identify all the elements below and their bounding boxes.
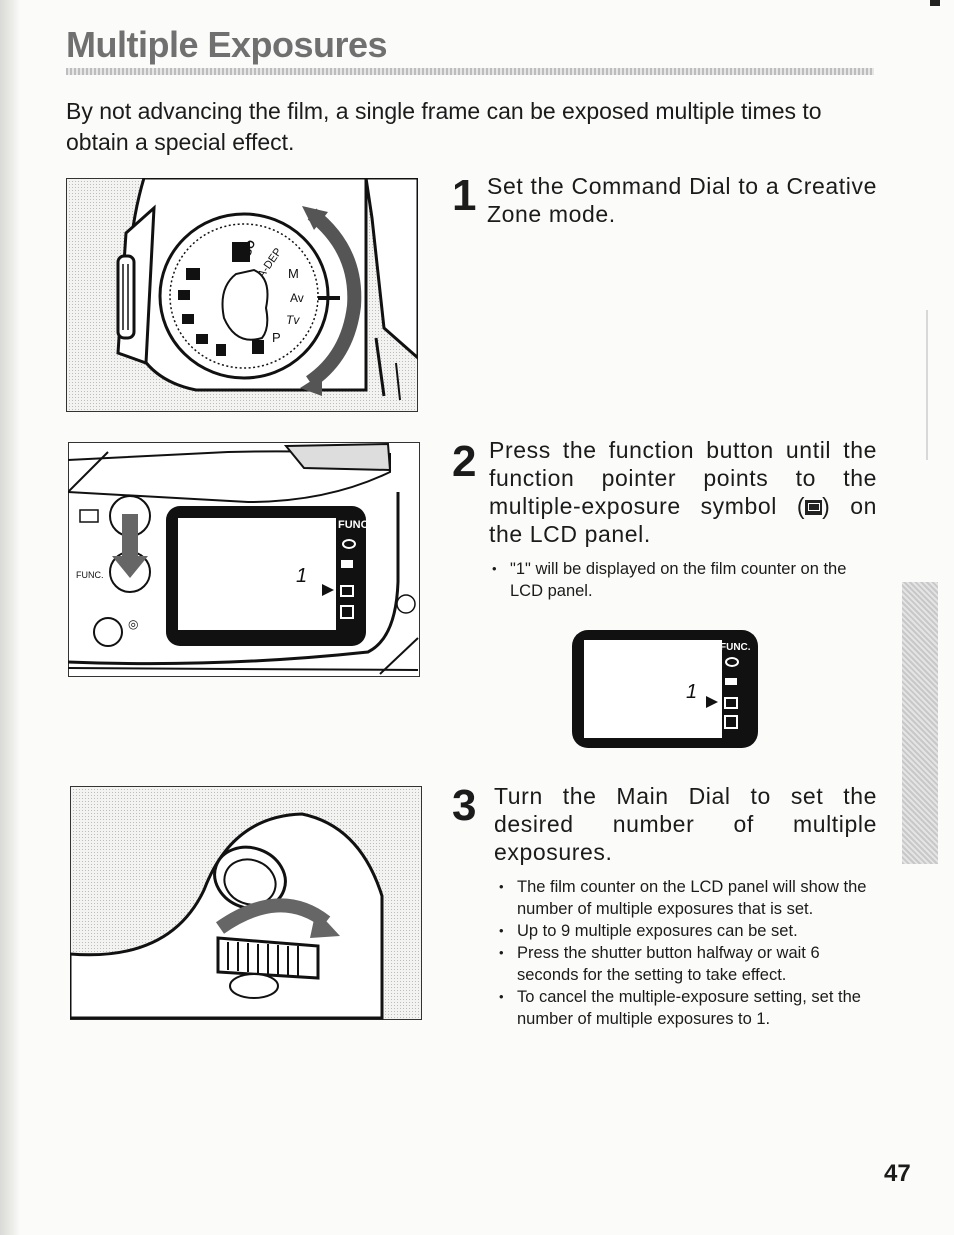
step-2-text: Press the function button until the func… xyxy=(489,436,877,548)
step-1-text: Set the Command Dial to a Creative Zone … xyxy=(487,173,877,227)
step-3-bullet: To cancel the multiple-exposure setting,… xyxy=(497,986,881,1030)
func-button-label: FUNC. xyxy=(76,570,104,580)
corner-mark xyxy=(930,0,940,6)
dial-mode-tv: Tv xyxy=(286,313,300,327)
step-2-bullets: "1" will be displayed on the film counte… xyxy=(490,558,880,602)
figure-command-dial: M Av Tv P A-DEP ISO xyxy=(66,178,418,414)
step-2-bullet: "1" will be displayed on the film counte… xyxy=(490,558,880,602)
dial-mode-p: P xyxy=(272,330,281,345)
lcd-film-counter-2: 1 xyxy=(686,681,697,703)
page-number: 47 xyxy=(884,1160,911,1187)
step-2-text-before: Press the function button until the func… xyxy=(489,437,877,519)
step-3-bullet: Press the shutter button halfway or wait… xyxy=(497,942,881,986)
step-3-bullet: The film counter on the LCD panel will s… xyxy=(497,876,881,920)
page-spine-shadow xyxy=(0,0,20,1235)
step-3-bullet: Up to 9 multiple exposures can be set. xyxy=(497,920,881,942)
dial-mode-m: M xyxy=(288,266,299,281)
title-rule xyxy=(66,68,874,75)
step-2-number: 2 xyxy=(452,437,477,486)
lcd-func-label: FUNC. xyxy=(338,519,372,531)
dial-mode-av: Av xyxy=(290,291,304,305)
figure-function-button: FUNC. 1 FUNC. ◎ xyxy=(68,442,420,678)
step-3-text: Turn the Main Dial to set the desired nu… xyxy=(494,783,877,865)
page-title: Multiple Exposures xyxy=(66,24,388,65)
edge-line xyxy=(926,310,928,460)
step-3-bullets: The film counter on the LCD panel will s… xyxy=(497,876,881,1030)
lcd-film-counter: 1 xyxy=(296,565,307,587)
step-2-text-after: ) on the LCD panel. xyxy=(489,493,877,547)
lcd-func-label-2: FUNC. xyxy=(720,642,751,653)
svg-text:◎: ◎ xyxy=(128,617,138,631)
step-1-number: 1 xyxy=(452,171,477,220)
figure-lcd-panel: FUNC. 1 xyxy=(570,628,762,752)
step-3-number: 3 xyxy=(452,781,477,830)
figure-main-dial xyxy=(70,786,422,1022)
chapter-tab-strip xyxy=(902,582,938,864)
multiple-exposure-icon xyxy=(805,500,823,515)
intro-paragraph: By not advancing the film, a single fram… xyxy=(66,98,822,155)
